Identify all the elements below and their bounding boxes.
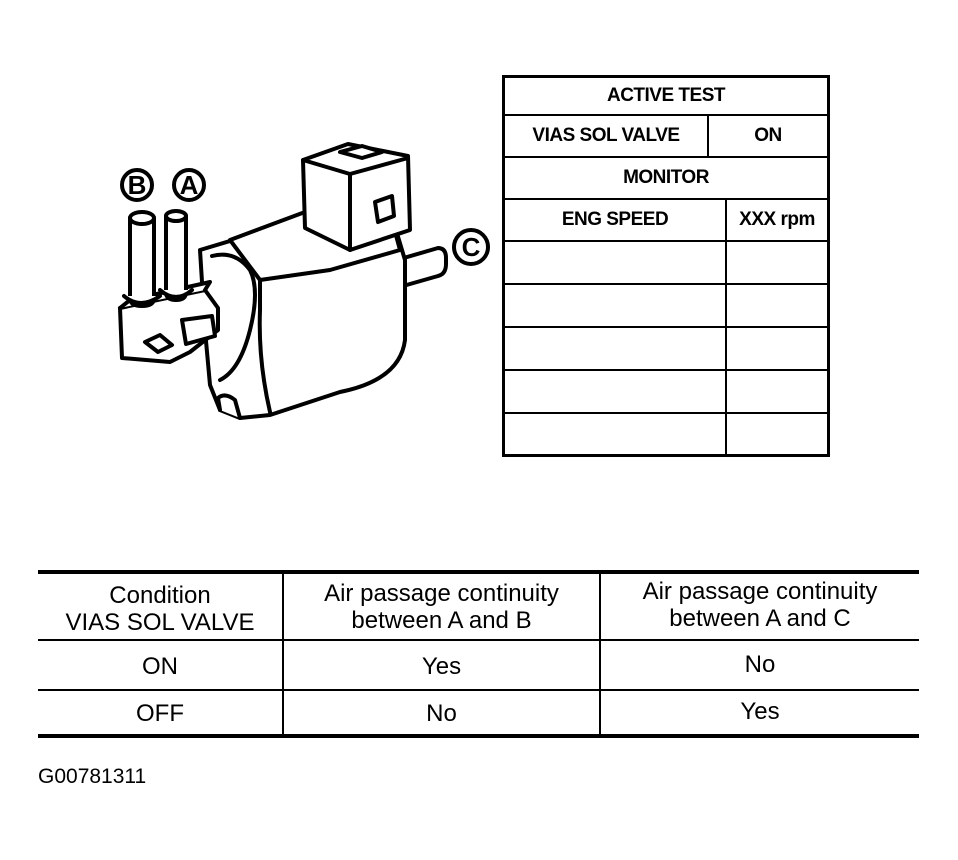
table-bottom-rule xyxy=(38,734,919,738)
column-divider xyxy=(599,574,601,734)
row-rule xyxy=(38,689,919,691)
monitor-title: MONITOR xyxy=(505,158,827,200)
table-row-off-a-b: No xyxy=(426,699,457,727)
active-test-screen: ACTIVE TEST VIAS SOL VALVE ON MONITOR EN… xyxy=(502,75,830,457)
table-row-on-a-c: No xyxy=(744,650,776,678)
port-a-tube xyxy=(158,209,194,302)
header-a-c: Air passage continuity between A and C xyxy=(642,578,878,632)
port-b-tube xyxy=(122,210,162,308)
table-row-on-condition: ON xyxy=(142,652,178,680)
table-row-on-a-b: Yes xyxy=(421,652,462,680)
test-item-label: VIAS SOL VALVE xyxy=(532,125,680,146)
column-divider xyxy=(725,200,727,454)
monitor-item-value: XXX rpm xyxy=(739,209,815,230)
callout-a: A xyxy=(172,168,206,202)
continuity-table: Condition VIAS SOL VALVE Air passage con… xyxy=(38,570,919,738)
column-divider xyxy=(282,574,284,734)
test-item-row: VIAS SOL VALVE ON xyxy=(505,116,827,158)
header-a-b: Air passage continuity between A and B xyxy=(324,580,559,634)
callout-c: C xyxy=(452,228,490,266)
valve-body xyxy=(198,204,407,420)
callout-b: B xyxy=(120,168,154,202)
empty-row xyxy=(505,285,827,328)
header-condition: Condition VIAS SOL VALVE xyxy=(65,582,255,636)
monitor-item-label: ENG SPEED xyxy=(561,209,669,230)
table-row-off-condition: OFF xyxy=(136,699,184,727)
active-test-title: ACTIVE TEST xyxy=(505,78,827,116)
empty-row xyxy=(505,328,827,371)
divider xyxy=(707,116,709,156)
vias-solenoid-valve-illustration xyxy=(118,142,448,420)
table-top-rule xyxy=(38,570,919,574)
test-item-value: ON xyxy=(754,125,782,146)
empty-row xyxy=(505,242,827,285)
table-row-off-a-c: Yes xyxy=(740,697,780,725)
monitor-item-row: ENG SPEED XXX rpm xyxy=(505,200,827,242)
electrical-connector xyxy=(301,142,412,252)
header-rule xyxy=(38,639,919,641)
figure-code: G00781311 xyxy=(38,765,147,788)
empty-row xyxy=(505,371,827,414)
